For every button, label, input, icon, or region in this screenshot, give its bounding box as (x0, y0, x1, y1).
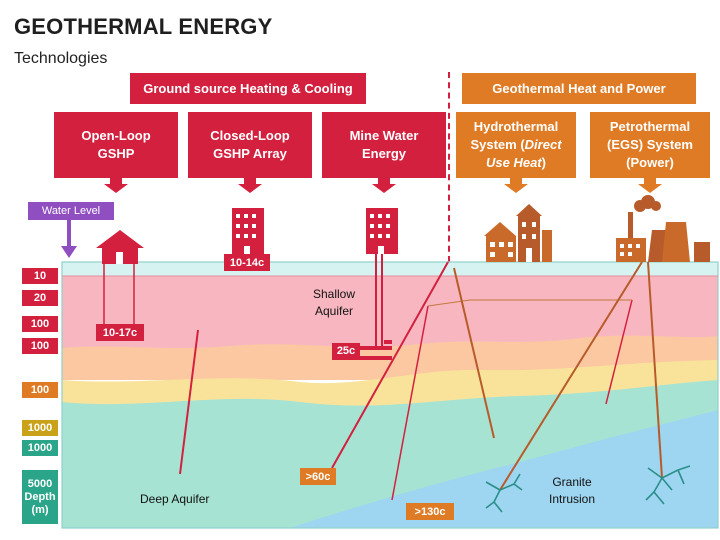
box-line: Closed-Loop (210, 128, 290, 143)
box-petrothermal-system: Petrothermal (EGS) System (Power) (590, 112, 710, 178)
box-closed-loop-gshp: Closed-Loop GSHP Array (188, 112, 312, 178)
depth-value: 100 (30, 340, 50, 352)
depth-label: 100 (22, 382, 58, 398)
power-plant-icon (616, 195, 710, 262)
box-line: (Power) (626, 155, 674, 170)
depth-label: 10 (22, 268, 58, 284)
depth-label: 1000 (22, 420, 58, 436)
box-text: ) (541, 155, 546, 170)
banner-ground-source: Ground source Heating & Cooling (130, 73, 366, 104)
temp-tag-mine-water: 25c (332, 343, 360, 358)
apartment-building-icon (366, 208, 398, 254)
temp-tag-open-loop: 10-17c (96, 324, 144, 341)
fault-line (605, 299, 633, 405)
hydrothermal-well-brown (453, 267, 495, 439)
label-line: Shallow (312, 287, 356, 301)
depth-value: 1000 (27, 422, 53, 434)
mine-pipes (332, 340, 392, 360)
mine-water-well (375, 250, 383, 348)
box-arrows (104, 178, 662, 193)
banner-heat-power: Geothermal Heat and Power (462, 73, 696, 104)
box-line: Energy (361, 146, 407, 161)
depth-label: 100 (22, 316, 58, 332)
granite-intrusion-label: Granite Intrusion (540, 474, 604, 508)
box-text-italic: Direct (524, 137, 562, 152)
depth-value: 100 (30, 384, 50, 396)
arrow-down-icon (638, 178, 662, 193)
section-divider (448, 72, 450, 262)
label-line: Aquifer (314, 304, 354, 318)
shallow-aquifer-label: Shallow Aquifer (306, 286, 362, 320)
deep-aquifer-label: Deep Aquifer (140, 492, 210, 506)
box-line: Hydrothermal (473, 119, 559, 134)
arrow-down-icon (238, 178, 262, 193)
petrothermal-well-a (499, 261, 643, 491)
page-title: GEOTHERMAL ENERGY (14, 14, 273, 39)
depth-label: 1000 (22, 440, 58, 456)
box-line: GSHP Array (213, 146, 287, 161)
box-line: Use Heat) (486, 154, 546, 172)
arrow-down-icon (504, 178, 528, 193)
temp-tag-petrothermal: >130c (406, 503, 454, 520)
fault-line (391, 305, 429, 501)
fault-line (179, 329, 199, 475)
temp-tag-closed-loop: 10-14c (224, 254, 270, 271)
temp-tag-hydrothermal: >60c (300, 468, 336, 485)
box-line: GSHP (97, 146, 135, 161)
depth-label: 100 (22, 338, 58, 354)
depth-label: 20 (22, 290, 58, 306)
depth-axis-unit: (m) (31, 503, 49, 516)
apartment-building-icon (232, 208, 264, 254)
depth-axis-title: Depth (24, 490, 56, 503)
depth-label-deepest: 5000 Depth (m) (22, 470, 58, 524)
box-line: Open-Loop (81, 128, 151, 143)
depth-value: 100 (30, 318, 50, 330)
depth-value: 10 (33, 270, 47, 282)
water-level-label: Water Level (28, 202, 114, 220)
label-line: Granite (552, 475, 592, 489)
box-line: Petrothermal (609, 119, 691, 134)
fault-line (427, 299, 632, 307)
arrow-down-icon (372, 178, 396, 193)
water-level-arrow-icon (61, 220, 77, 258)
box-hydrothermal-system: Hydrothermal System (Direct Use Heat) (456, 112, 576, 178)
depth-value: 5000 (27, 477, 53, 490)
depth-value: 20 (33, 292, 47, 304)
box-line: (EGS) System (607, 137, 693, 152)
depth-value: 1000 (27, 442, 53, 454)
box-line: System (Direct (470, 136, 561, 154)
box-open-loop-gshp: Open-Loop GSHP (54, 112, 178, 178)
label-line: Intrusion (548, 492, 596, 506)
water-table-layer (62, 262, 718, 276)
hydrothermal-well-red (331, 261, 449, 469)
box-mine-water-energy: Mine Water Energy (322, 112, 446, 178)
fault-lines (179, 299, 633, 501)
box-text: System ( (470, 137, 525, 152)
box-line: Mine Water (349, 128, 419, 143)
ground-layers (61, 261, 719, 529)
house-icon (96, 230, 144, 264)
town-buildings-icon (484, 204, 552, 262)
petrothermal-well-b (647, 261, 663, 479)
crack-icon (485, 465, 691, 513)
page-subtitle: Technologies (14, 50, 108, 67)
granite-intrusion (290, 410, 718, 528)
box-text-italic: Use Heat (486, 155, 542, 170)
arrow-down-icon (104, 178, 128, 193)
